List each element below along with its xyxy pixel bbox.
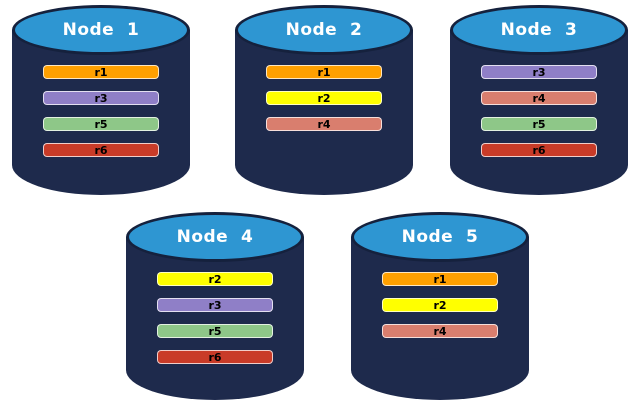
node-cylinder-body	[450, 30, 628, 195]
node-label: Node 5	[401, 227, 479, 247]
replica-label: r6	[208, 350, 222, 364]
replica-label: r3	[532, 65, 546, 79]
node-label: Node 1	[62, 20, 140, 40]
replica-label: r3	[94, 91, 108, 105]
node-cylinder-body	[235, 30, 413, 195]
replica-bar-r4: r4	[266, 117, 382, 131]
replica-bar-r1: r1	[266, 65, 382, 79]
replica-label: r4	[317, 117, 331, 131]
replica-bar-r2: r2	[157, 272, 273, 286]
replica-bar-r6: r6	[43, 143, 159, 157]
node-cylinder-top-ellipse: Node 2	[235, 5, 413, 55]
replica-label: r2	[433, 298, 447, 312]
replica-bar-r6: r6	[481, 143, 597, 157]
replica-label: r2	[208, 272, 222, 286]
node-cylinder-top-ellipse: Node 3	[450, 5, 628, 55]
replica-bar-r4: r4	[382, 324, 498, 338]
database-node-3: Node 3 r3 r4 r5 r6	[450, 5, 628, 195]
replica-list: r1 r2 r4	[351, 272, 529, 338]
replica-label: r3	[208, 298, 222, 312]
replica-bar-r5: r5	[481, 117, 597, 131]
replica-label: r4	[433, 324, 447, 338]
replica-bar-r5: r5	[157, 324, 273, 338]
replica-bar-r6: r6	[157, 350, 273, 364]
database-node-4: Node 4 r2 r3 r5 r6	[126, 212, 304, 400]
replica-bar-r5: r5	[43, 117, 159, 131]
replica-bar-r3: r3	[481, 65, 597, 79]
node-cylinder-body	[12, 30, 190, 195]
replica-list: r2 r3 r5 r6	[126, 272, 304, 364]
replica-bar-r3: r3	[157, 298, 273, 312]
node-cylinder-top-ellipse: Node 4	[126, 212, 304, 262]
replica-list: r3 r4 r5 r6	[450, 65, 628, 157]
database-node-1: Node 1 r1 r3 r5 r6	[12, 5, 190, 195]
replica-list: r1 r3 r5 r6	[12, 65, 190, 157]
replica-bar-r1: r1	[43, 65, 159, 79]
database-node-5: Node 5 r1 r2 r4	[351, 212, 529, 400]
node-cylinder-body	[126, 237, 304, 400]
replica-label: r1	[94, 65, 108, 79]
replica-label: r5	[208, 324, 222, 338]
replica-label: r6	[94, 143, 108, 157]
node-label: Node 4	[176, 227, 254, 247]
replica-label: r5	[532, 117, 546, 131]
replica-label: r2	[317, 91, 331, 105]
node-label: Node 3	[500, 20, 578, 40]
node-cylinder-top-ellipse: Node 5	[351, 212, 529, 262]
replica-bar-r4: r4	[481, 91, 597, 105]
replica-bar-r1: r1	[382, 272, 498, 286]
node-cylinder-top-ellipse: Node 1	[12, 5, 190, 55]
node-cylinder-body	[351, 237, 529, 400]
replica-label: r1	[317, 65, 331, 79]
replica-label: r5	[94, 117, 108, 131]
replica-bar-r2: r2	[382, 298, 498, 312]
database-node-2: Node 2 r1 r2 r4	[235, 5, 413, 195]
replica-label: r6	[532, 143, 546, 157]
replica-bar-r2: r2	[266, 91, 382, 105]
replica-label: r1	[433, 272, 447, 286]
replica-bar-r3: r3	[43, 91, 159, 105]
replica-label: r4	[532, 91, 546, 105]
replica-list: r1 r2 r4	[235, 65, 413, 131]
node-label: Node 2	[285, 20, 363, 40]
